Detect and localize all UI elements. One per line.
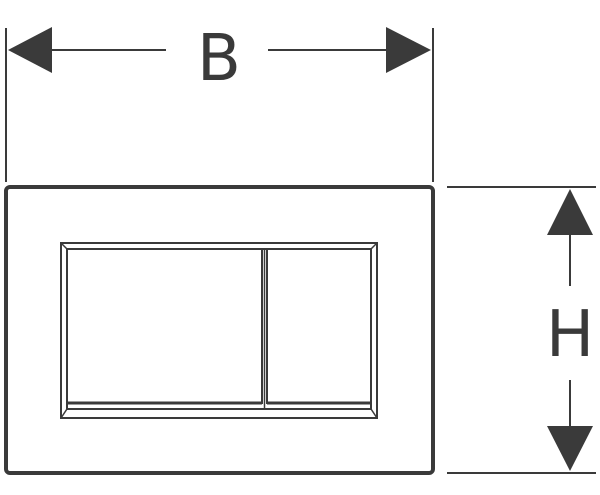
plate-outer-frame: [4, 185, 435, 475]
width-dimension: B: [5, 22, 434, 182]
flush-plate: [4, 185, 435, 475]
height-arrowhead-top: [547, 189, 593, 235]
height-arrowhead-bottom: [547, 426, 593, 471]
button-surround-inner: [66, 248, 372, 410]
height-dimension: H: [447, 186, 596, 474]
width-arrowhead-left: [8, 27, 52, 73]
small-flush-button: [266, 248, 372, 404]
button-surround-bevel: [60, 408, 378, 419]
button-surround-outer: [60, 242, 378, 419]
large-flush-button: [66, 248, 263, 404]
width-arrowhead-right: [386, 27, 431, 73]
height-label: H: [546, 298, 594, 372]
width-label: B: [197, 22, 241, 96]
